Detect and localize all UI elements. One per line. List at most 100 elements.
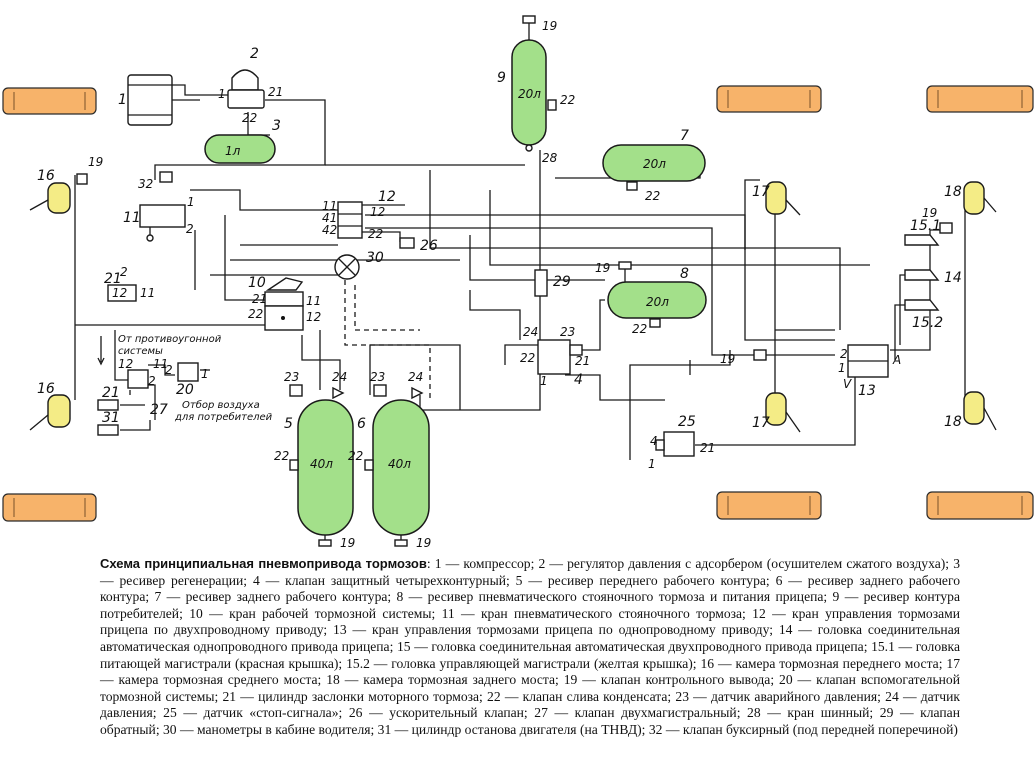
chambers-mid: 17 17 xyxy=(752,181,801,433)
caption-title: Схема принципиальная пневмопривода тормо… xyxy=(100,556,427,571)
relay-valve: 26 xyxy=(399,237,438,254)
label-drain-8: 22 xyxy=(632,322,647,336)
label-chamber-rear-2: 18 xyxy=(944,414,962,430)
label-drain-6: 22 xyxy=(348,449,363,463)
port-23-valve4: 23 xyxy=(560,325,575,339)
consumer-receiver: 20л 9 19 22 28 xyxy=(497,15,575,165)
label-aux-valve: 20 xyxy=(176,382,194,398)
note-air-takeoff-2: для потребителей xyxy=(174,411,273,423)
volume-front: 40л xyxy=(310,457,333,471)
chambers-front: 16 16 xyxy=(29,168,71,431)
port-21-regulator: 21 xyxy=(268,85,283,99)
port-12-valve12: 12 xyxy=(370,205,385,219)
port-22-valve4: 22 xyxy=(520,351,535,365)
port-12-valve21: 12 xyxy=(112,286,127,300)
left-lower-components: 21 12 2 11 27 12 11 2 20 1 2 21 31 xyxy=(97,265,209,436)
port-2-valve11: 2 xyxy=(186,222,194,236)
label-chamber-front-2: 16 xyxy=(37,381,55,397)
volume-parking: 20л xyxy=(646,295,669,309)
port-1-valve11: 1 xyxy=(187,195,195,209)
port-1-valve13: 1 xyxy=(838,361,846,375)
port-22-valve12: 22 xyxy=(368,227,383,241)
sensors-23-24: 23 23 24 24 xyxy=(284,370,424,400)
label-test-valve-5: 19 xyxy=(340,536,355,548)
label-trailer-valve-13: 13 xyxy=(858,383,876,399)
note-from-antifreeze-1: От противоугонной xyxy=(118,334,222,345)
port-11-valve27: 11 xyxy=(153,357,168,371)
rear-receiver-6: 40л 6 22 19 xyxy=(348,399,431,548)
parking-brake-valve: 11 1 2 xyxy=(123,195,195,242)
label-double-valve: 27 xyxy=(150,402,168,418)
front-receiver: 40л 5 22 19 xyxy=(274,399,355,548)
label-regen-receiver: 3 xyxy=(272,118,281,134)
port-12-valve10: 12 xyxy=(306,310,321,324)
label-test-valve-8: 19 xyxy=(595,261,610,275)
volume-regen: 1л xyxy=(225,144,241,158)
port-2-valve20: 2 xyxy=(165,363,173,377)
label-tow-valve: 32 xyxy=(138,177,153,191)
label-test-valve-front: 19 xyxy=(88,155,103,169)
wheel-front-left xyxy=(2,87,97,115)
port-24-valve4: 24 xyxy=(523,325,538,339)
label-gauges: 30 xyxy=(366,250,384,266)
label-trailer-valve-12: 12 xyxy=(378,189,396,205)
label-drain-5: 22 xyxy=(274,449,289,463)
label-front-receiver: 5 xyxy=(284,416,293,432)
port-V-valve13: V xyxy=(843,377,852,391)
diagram-caption: Схема принципиальная пневмопривода тормо… xyxy=(100,556,960,739)
port-A-valve13: A xyxy=(892,353,901,367)
note-air-takeoff-1: Отбор воздуха xyxy=(182,399,260,411)
tow-valve: 32 xyxy=(138,171,173,191)
trailer-valve-one-wire: 13 2 1 V A xyxy=(838,344,901,399)
label-head-control: 15.2 xyxy=(912,315,943,331)
label-chamber-front-1: 16 xyxy=(37,168,55,184)
port-11-valve12: 11 xyxy=(322,199,337,213)
label-stop-sensor: 25 xyxy=(678,414,696,430)
label-test-valve-6: 19 xyxy=(416,536,431,548)
label-drain-7: 22 xyxy=(645,189,660,203)
label-rear-receiver-7: 7 xyxy=(680,128,689,144)
volume-rear-main: 40л xyxy=(388,457,411,471)
label-alarm-sensor-1: 23 xyxy=(284,370,299,384)
wheel-rear-left xyxy=(2,493,97,522)
label-pressure-sensor-1: 24 xyxy=(332,370,347,384)
label-rear-receiver-6: 6 xyxy=(357,416,366,432)
label-head-supply: 15.1 xyxy=(910,218,941,234)
label-stop-cyl: 31 xyxy=(102,410,120,426)
regen-receiver: 1л 3 xyxy=(204,118,281,164)
label-test-valve-mid: 19 xyxy=(720,352,735,366)
label-compressor: 1 xyxy=(118,92,127,108)
test-valves: 19 19 19 xyxy=(76,155,953,366)
label-test-valve-9: 19 xyxy=(542,19,557,33)
notes: От противоугонной системы Отбор воздуха … xyxy=(97,334,273,423)
coupling-heads: 15.1 14 15.2 xyxy=(904,218,962,331)
pipelines xyxy=(74,84,966,460)
port-21-valve4: 21 xyxy=(575,354,590,368)
label-protective-valve: 4 xyxy=(574,372,583,388)
label-engine-brake-cyl-top: 21 xyxy=(104,271,122,287)
port-1-valve20: 1 xyxy=(201,367,209,381)
port-11-valve21: 11 xyxy=(140,286,155,300)
port-2-valve21: 2 xyxy=(120,265,128,279)
label-pressure-sensor-2: 24 xyxy=(408,370,423,384)
port-22-valve10: 22 xyxy=(248,307,263,321)
stop-signal-sensor: 25 4 21 1 xyxy=(648,414,715,471)
label-tire-valve: 28 xyxy=(542,151,558,165)
label-relay-valve: 26 xyxy=(420,238,438,254)
wheel-rear-right-2 xyxy=(926,491,1034,520)
label-test-valve-rear: 19 xyxy=(922,206,937,220)
label-chamber-rear-1: 18 xyxy=(944,184,962,200)
label-regulator: 2 xyxy=(250,46,259,62)
rear-receiver-7: 20л 7 22 xyxy=(602,128,706,203)
wheel-mid-left xyxy=(716,85,822,113)
port-41-valve12: 41 xyxy=(322,211,337,225)
label-alarm-sensor-2: 23 xyxy=(370,370,385,384)
gauge-lines xyxy=(344,280,431,400)
port-2-valve13: 2 xyxy=(840,347,848,361)
service-brake-valve: 10 21 22 11 12 xyxy=(248,275,321,331)
label-parking-valve: 11 xyxy=(123,210,141,226)
port-4-valve25: 4 xyxy=(650,434,658,448)
wheel-rear-right xyxy=(926,85,1034,113)
port-12-valve27: 12 xyxy=(118,357,133,371)
compressor: 1 xyxy=(118,74,173,126)
